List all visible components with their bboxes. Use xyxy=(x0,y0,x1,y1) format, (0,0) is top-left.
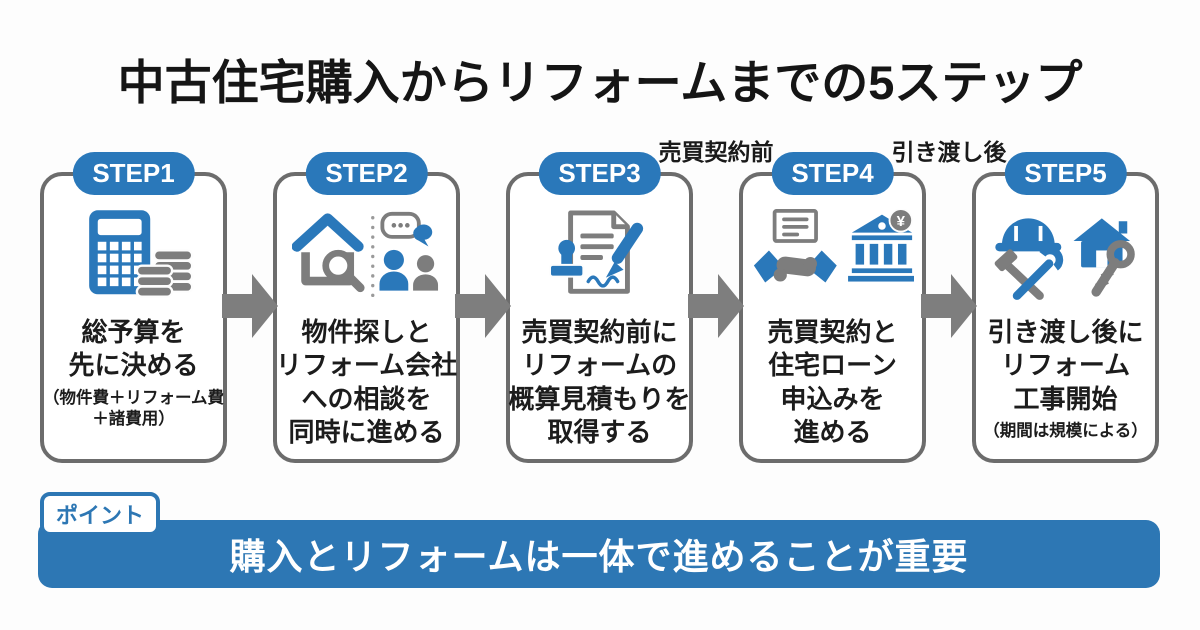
step4-title-line3: 申込みを xyxy=(780,383,885,414)
step5-note-line1: （期間は規模による） xyxy=(983,421,1148,440)
step5-card: STEP5 xyxy=(972,152,1159,463)
step4-title-line2: 住宅ローン xyxy=(768,350,897,381)
step5-title-line2: リフォーム xyxy=(1000,350,1131,381)
arrow-step2-to-step3-icon xyxy=(455,274,511,338)
calculator-and-coins-icon xyxy=(72,204,196,312)
step2-card: STEP2 物件探しと リフォーム会社 への相談を 同時に進める xyxy=(273,152,460,463)
step4-badge: STEP4 xyxy=(771,152,894,195)
step3-card: STEP3 売買契約前に xyxy=(506,152,693,463)
point-tab: ポイント xyxy=(40,492,160,536)
svg-text:¥: ¥ xyxy=(896,213,905,230)
page-title: 中古住宅購入からリフォームまでの5ステップ xyxy=(117,56,1083,109)
step3-title-line4: 取得する xyxy=(547,416,652,447)
step4-title-line1: 売買契約と xyxy=(767,317,898,347)
step4-title-line4: 進める xyxy=(793,416,872,447)
point-banner-message: 購入とリフォームは一体で進めることが重要 xyxy=(229,536,969,577)
arrow-step4-to-step5-icon xyxy=(921,274,977,338)
step1-note-line1: （物件費＋リフォーム費 xyxy=(43,388,225,407)
step5-title-line1: 引き渡し後に xyxy=(987,317,1144,347)
step2-title-line4: 同時に進める xyxy=(288,416,445,447)
step3-title-line1: 売買契約前に xyxy=(521,317,678,347)
step3-badge: STEP3 xyxy=(538,152,661,195)
annotation-after-handover: 引き渡し後 xyxy=(891,139,1007,165)
step2-title-line2: リフォーム会社 xyxy=(275,350,458,381)
handshake-and-bank-icon: ¥ xyxy=(752,204,914,312)
step1-title-line1: 総予算を xyxy=(81,317,186,347)
annotation-before-contract: 売買契約前 xyxy=(658,139,774,165)
house-search-and-consultation-icon xyxy=(291,204,442,312)
step2-title-line1: 物件探しと xyxy=(301,317,432,347)
step3-title-line3: 概算見積もりを xyxy=(508,383,691,414)
step1-title-line2: 先に決める xyxy=(68,350,199,381)
arrow-step3-to-step4-icon xyxy=(688,274,744,338)
step3-title-line2: リフォームの xyxy=(521,350,678,381)
step4-card: STEP4 xyxy=(739,152,926,463)
point-banner: 購入とリフォームは一体で進めることが重要 xyxy=(38,520,1160,588)
step2-badge: STEP2 xyxy=(305,152,428,195)
arrow-step1-to-step2-icon xyxy=(222,274,278,338)
step5-badge: STEP5 xyxy=(1004,152,1127,195)
step1-badge: STEP1 xyxy=(72,152,195,195)
step5-title-line3: 工事開始 xyxy=(1013,383,1118,414)
point-tab-label: ポイント xyxy=(55,503,144,528)
contract-stamp-and-pen-icon xyxy=(541,204,659,312)
step1-card: STEP1 xyxy=(40,152,227,463)
step2-title-line3: への相談を xyxy=(301,383,432,414)
step1-note-line2: ＋諸費用） xyxy=(92,409,175,428)
construction-and-house-key-icon xyxy=(990,204,1142,312)
